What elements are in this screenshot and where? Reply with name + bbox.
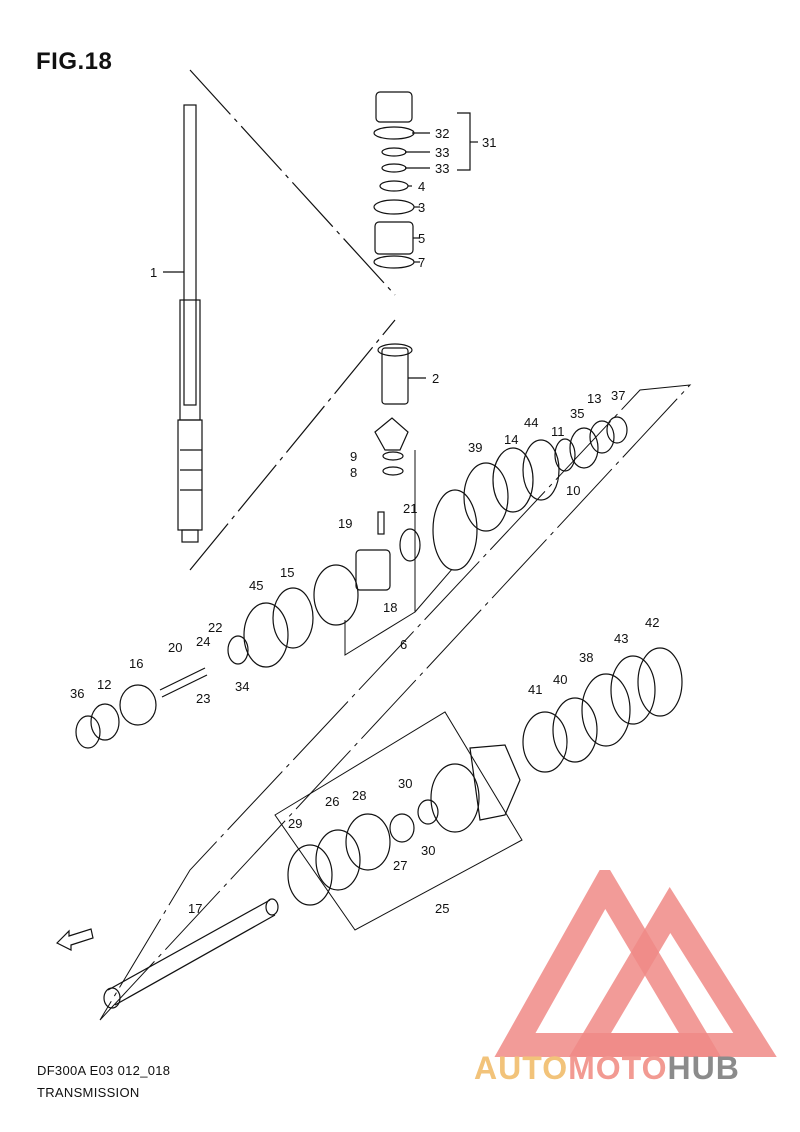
watermark-brand: AUTOMOTOHUB (474, 1050, 740, 1087)
callout-16: 16 (129, 656, 143, 671)
callout-30a: 30 (398, 776, 412, 791)
watermark-hub: HUB (667, 1050, 740, 1086)
footer-name: TRANSMISSION (37, 1085, 140, 1100)
callout-33b: 33 (435, 161, 449, 176)
callout-26: 26 (325, 794, 339, 809)
callout-41: 41 (528, 682, 542, 697)
callout-37: 37 (611, 388, 625, 403)
callout-31: 31 (482, 135, 496, 150)
callout-7: 7 (418, 255, 425, 270)
figure-title: FIG.18 (36, 48, 113, 75)
callout-35: 35 (570, 406, 584, 421)
callout-10: 10 (566, 483, 580, 498)
callout-15: 15 (280, 565, 294, 580)
callout-3: 3 (418, 200, 425, 215)
callout-27: 27 (393, 858, 407, 873)
triangle-logo-icon (494, 870, 777, 1057)
callout-30b: 30 (421, 843, 435, 858)
callout-6: 6 (400, 637, 407, 652)
watermark-moto: MOTO (568, 1050, 668, 1086)
callout-17: 17 (188, 901, 202, 916)
callout-1: 1 (150, 265, 157, 280)
callout-2: 2 (432, 371, 439, 386)
callout-34: 34 (235, 679, 249, 694)
callout-38: 38 (579, 650, 593, 665)
callout-9: 9 (350, 449, 357, 464)
callout-21: 21 (403, 501, 417, 516)
callout-43: 43 (614, 631, 628, 646)
callout-19: 19 (338, 516, 352, 531)
callout-40: 40 (553, 672, 567, 687)
callout-18: 18 (383, 600, 397, 615)
callout-36: 36 (70, 686, 84, 701)
forward-arrow-icon (55, 928, 94, 951)
callout-24: 24 (196, 634, 210, 649)
callout-22: 22 (208, 620, 222, 635)
callout-12: 12 (97, 677, 111, 692)
callout-23: 23 (196, 691, 210, 706)
callout-29: 29 (288, 816, 302, 831)
callout-39: 39 (468, 440, 482, 455)
callout-8: 8 (350, 465, 357, 480)
callout-28: 28 (352, 788, 366, 803)
callout-11: 11 (551, 424, 565, 439)
callout-33a: 33 (435, 145, 449, 160)
callout-14: 14 (504, 432, 518, 447)
callout-42: 42 (645, 615, 659, 630)
callout-5: 5 (418, 231, 425, 246)
callout-32: 32 (435, 126, 449, 141)
callout-13: 13 (587, 391, 601, 406)
callout-25: 25 (435, 901, 449, 916)
callout-4: 4 (418, 179, 425, 194)
footer-code: DF300A E03 012_018 (37, 1063, 171, 1078)
callout-44: 44 (524, 415, 538, 430)
watermark-auto: AUTO (474, 1050, 569, 1086)
callout-20: 20 (168, 640, 182, 655)
callout-45: 45 (249, 578, 263, 593)
